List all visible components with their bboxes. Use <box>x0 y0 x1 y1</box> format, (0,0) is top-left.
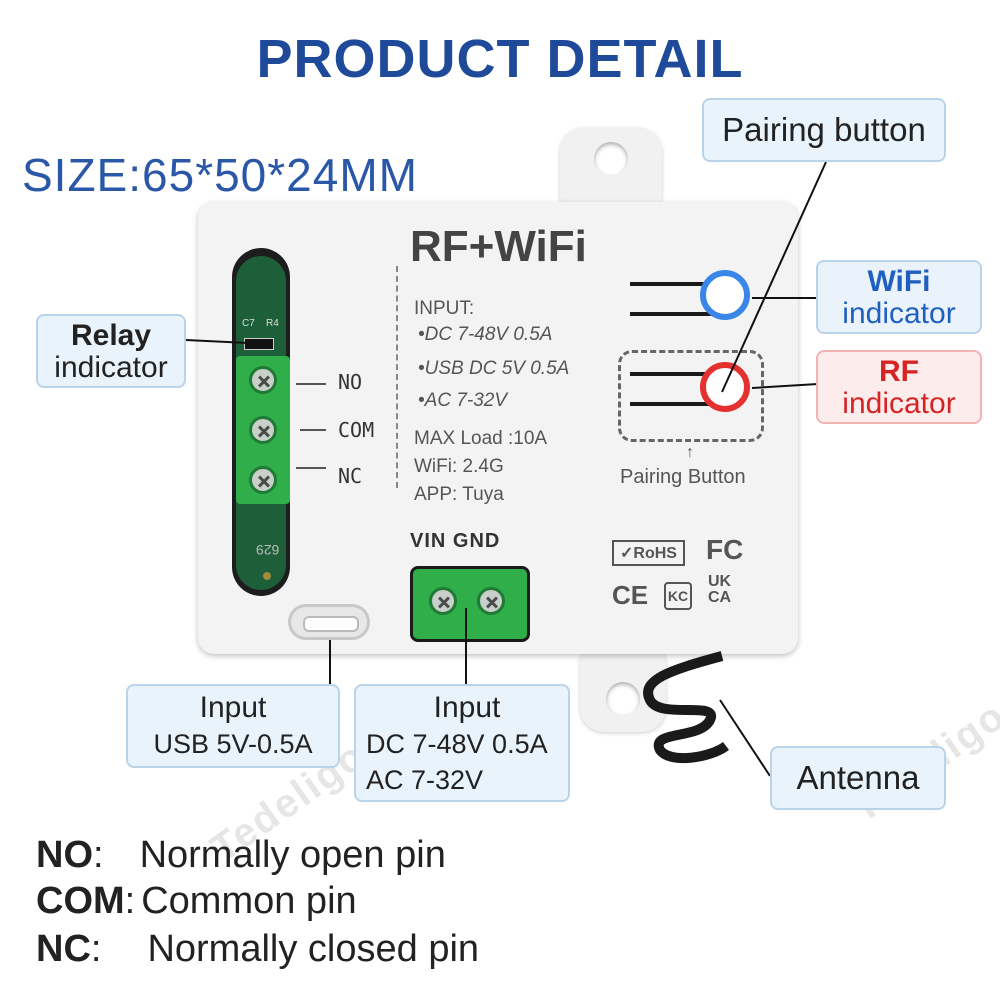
pcb-pad <box>263 572 271 580</box>
wifi-indicator-callout: WiFi indicator <box>816 260 982 334</box>
dc-input-callout: Input DC 7-48V 0.5A AC 7-32V <box>354 684 570 802</box>
mounting-hole <box>594 142 628 176</box>
ce-mark: CE <box>612 580 649 610</box>
callout-title: WiFi <box>867 265 931 298</box>
usb-input-callout: Input USB 5V-0.5A <box>126 684 340 768</box>
callout-title: Input <box>199 691 267 724</box>
relay-indicator-callout: Relay indicator <box>36 314 186 388</box>
divider <box>396 266 398 488</box>
legend-abbr: NC <box>36 928 91 970</box>
max-load-spec: MAX Load :10A <box>414 428 548 449</box>
rohs-mark: ✓RoHS <box>612 540 685 566</box>
callout-text: indicator <box>842 297 956 330</box>
ukca-mark: UK CA <box>708 573 732 606</box>
callout-title: Input <box>433 691 501 724</box>
mounting-tab-bottom <box>580 640 666 732</box>
app-spec: APP: Tuya <box>414 484 504 505</box>
pairing-button-area[interactable] <box>618 350 764 442</box>
pin-nc-label: NC <box>338 464 363 488</box>
input-spec: •USB DC 5V 0.5A <box>418 358 570 379</box>
legend-abbr: COM <box>36 880 125 922</box>
callout-text: DC 7-48V 0.5A <box>366 729 548 759</box>
screw-nc <box>249 466 277 494</box>
legend-text: Common pin <box>141 880 357 922</box>
callout-text: indicator <box>54 351 168 384</box>
callout-text: USB 5V-0.5A <box>153 729 313 759</box>
pin-no-label: NO <box>338 370 363 394</box>
callout-text: AC 7-32V <box>366 765 484 795</box>
wifi-spec: WiFi: 2.4G <box>414 456 504 477</box>
screw-vin <box>429 587 457 615</box>
arrow-up-icon: ↑ <box>686 444 694 461</box>
led-line <box>630 282 720 286</box>
mounting-hole <box>606 682 640 716</box>
pairing-caption: Pairing Button <box>620 466 746 488</box>
pin-com-label: COM <box>338 418 375 442</box>
screw-com <box>249 416 277 444</box>
page-title: PRODUCT DETAIL <box>256 29 744 89</box>
legend-item: COM:Common pin <box>36 880 357 922</box>
input-header: INPUT: <box>414 298 475 319</box>
fcc-mark: FC <box>706 534 744 565</box>
screw-gnd <box>477 587 505 615</box>
legend-item: NO:Normally open pin <box>36 834 446 876</box>
antenna-coil-icon <box>643 651 729 764</box>
screw-no <box>249 366 277 394</box>
input-spec: •DC 7-48V 0.5A <box>418 324 553 345</box>
brand-label: RF+WiFi <box>410 222 587 271</box>
led-line <box>630 312 720 316</box>
power-terminal-label: VIN GND <box>410 530 501 552</box>
pcb-mark: C7 <box>242 318 255 329</box>
input-spec: •AC 7-32V <box>418 390 508 411</box>
callout-title: Relay <box>70 319 152 352</box>
legend-abbr: NO <box>36 834 93 876</box>
size-label: SIZE:65*50*24MM <box>22 149 418 201</box>
pairing-button-callout: Pairing button <box>702 98 946 162</box>
pcb-mark: R4 <box>266 318 279 329</box>
led-line <box>630 402 720 406</box>
relay-terminal-block <box>236 356 290 504</box>
usb-c-port <box>288 604 370 640</box>
wifi-led <box>700 270 750 320</box>
kc-mark-icon: KC <box>664 582 692 610</box>
callout-text: indicator <box>842 387 956 420</box>
antenna-callout: Antenna <box>770 746 946 810</box>
power-terminal-block <box>410 566 530 642</box>
legend-text: Normally closed pin <box>147 928 480 970</box>
legend-item: NC:Normally closed pin <box>36 928 480 970</box>
legend-text: Normally open pin <box>139 834 446 876</box>
callout-title: RF <box>879 355 919 388</box>
relay-led <box>244 338 274 350</box>
led-line <box>630 372 720 376</box>
rf-indicator-callout: RF indicator <box>816 350 982 424</box>
